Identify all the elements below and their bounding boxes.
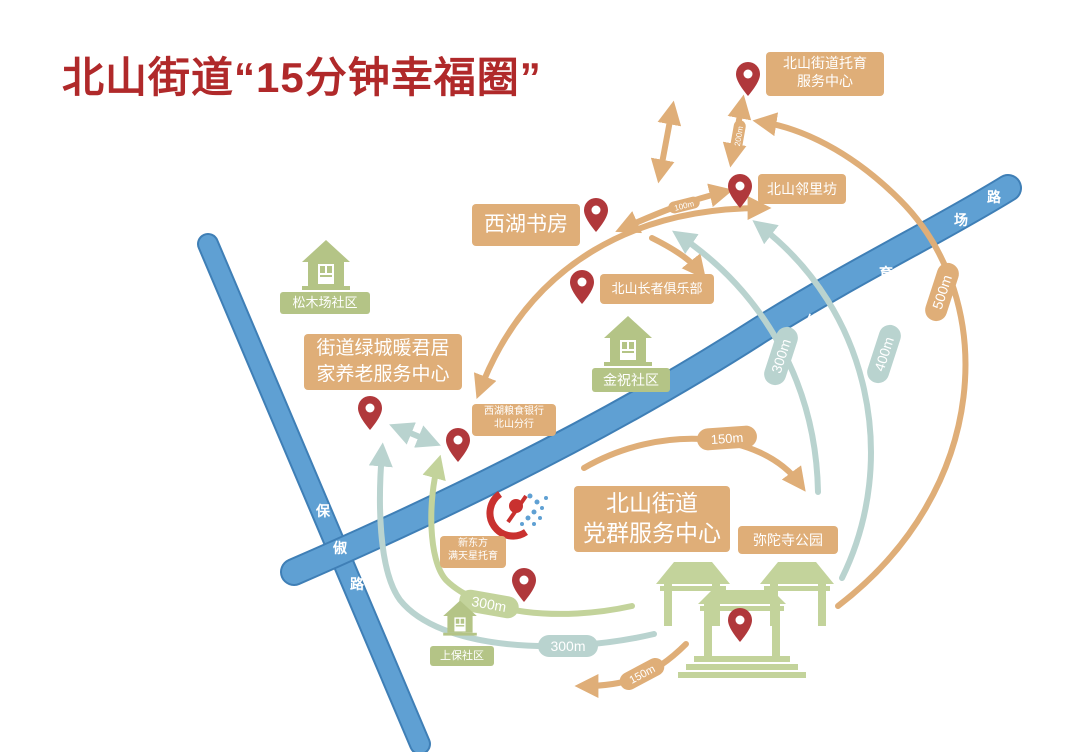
distance-200m: 200m: [733, 125, 745, 147]
road-char: 保: [315, 503, 331, 519]
label-line: 北山分行: [494, 418, 534, 430]
label-line: 家养老服务中心: [316, 363, 450, 385]
road-char: 路: [987, 189, 1002, 205]
label-changzhe-club[interactable]: 北山长者俱乐部: [600, 274, 714, 304]
party-emblem-icon: [486, 491, 548, 540]
label-yanglao-center[interactable]: 街道绿城暖君居 家养老服务中心: [304, 334, 462, 390]
label-line: 街道绿城暖君居: [316, 338, 450, 359]
label-line: 服务中心: [797, 72, 853, 89]
location-pin-icon[interactable]: [446, 428, 470, 462]
label-bank[interactable]: 西湖粮食银行 北山分行: [472, 404, 556, 436]
label-line: 党群服务中心: [583, 519, 721, 546]
baochu-road: [197, 233, 431, 752]
label-xindongfang[interactable]: 新东方 满天星托育: [440, 536, 506, 568]
page-title: 北山街道“15分钟幸福圈”: [62, 54, 542, 101]
road-char: 俶: [332, 540, 348, 556]
label-xihu-bookstore[interactable]: 西湖书房: [472, 204, 580, 246]
label-songmuchang-community[interactable]: 松木场社区: [280, 292, 370, 314]
location-pin-icon[interactable]: [728, 608, 752, 642]
arrow-400m: [752, 220, 874, 581]
road-char: 体: [806, 313, 821, 329]
arrow-yanglao-bank: [389, 422, 441, 448]
arrow-vertical: [650, 100, 682, 184]
label-jinzhu-community[interactable]: 金祝社区: [592, 368, 670, 392]
house-icon: [302, 240, 350, 290]
arrow-club: [649, 235, 706, 280]
arrow-300m-green: [422, 454, 635, 617]
label-linlifang[interactable]: 北山邻里坊: [758, 174, 846, 204]
label-line: 新东方: [458, 538, 488, 549]
label-mituosi-park[interactable]: 弥陀寺公园: [738, 526, 838, 554]
distance-300m-green: 300m: [470, 593, 507, 615]
arrow-500m: [752, 112, 969, 609]
label-shangbao-community[interactable]: 上保社区: [430, 646, 494, 666]
arrow-150m-upper: [581, 435, 806, 492]
house-icon: [604, 316, 652, 366]
road-char: 路: [350, 576, 365, 592]
road-char: 育: [879, 265, 893, 281]
label-line: 北山街道托育: [783, 55, 867, 71]
label-dangqun-center[interactable]: 北山街道 党群服务中心: [574, 486, 730, 552]
location-pin-icon[interactable]: [584, 198, 608, 232]
label-line: 满天星托育: [448, 550, 498, 562]
location-pin-icon[interactable]: [728, 174, 752, 208]
label-line: 西湖粮食银行: [484, 406, 544, 417]
location-pin-icon[interactable]: [570, 270, 594, 304]
arrow-big-arc: [473, 196, 772, 399]
location-pin-icon[interactable]: [358, 396, 382, 430]
label-tuoyu-center[interactable]: 北山街道托育 服务中心: [766, 52, 884, 96]
road-char: 场: [954, 212, 968, 228]
label-line: 北山街道: [606, 490, 698, 516]
location-pin-icon[interactable]: [736, 62, 760, 96]
distance-300m-lower: 300m: [550, 638, 585, 654]
location-pin-icon[interactable]: [512, 568, 536, 602]
distance-150m-upper: 150m: [710, 430, 743, 447]
